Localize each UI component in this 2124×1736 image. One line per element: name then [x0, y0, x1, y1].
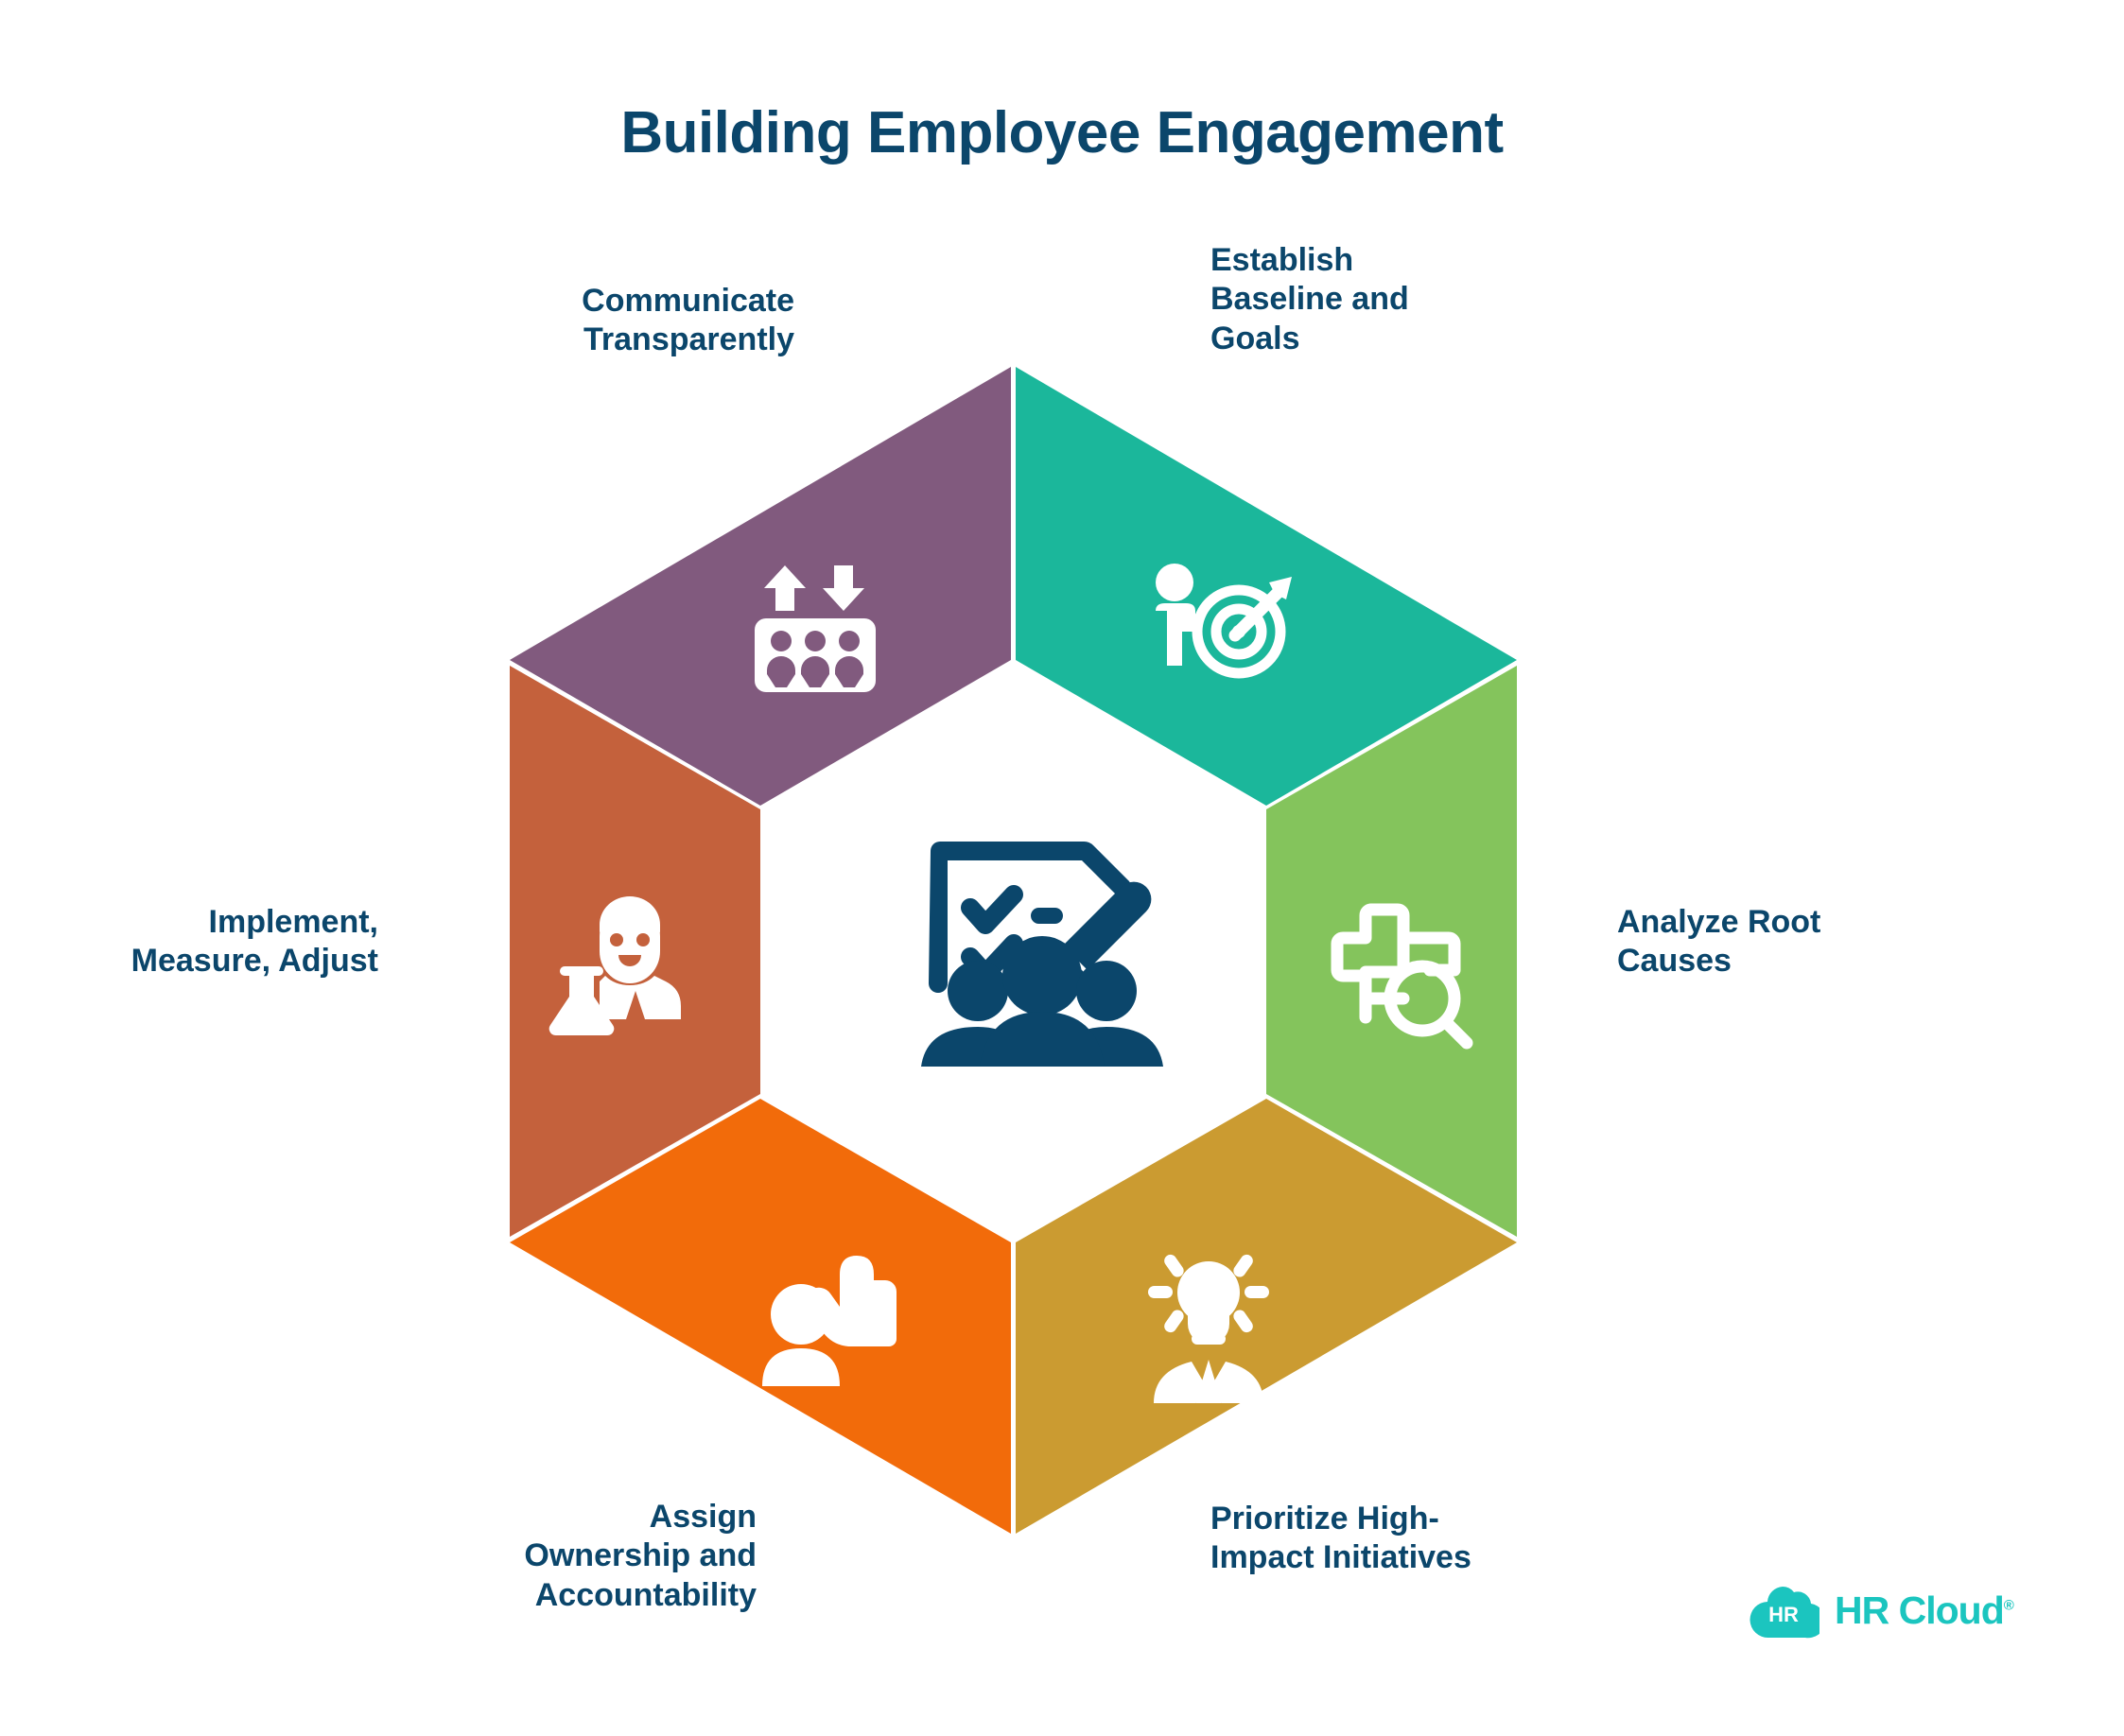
segment-assign-shape[interactable]: [510, 1099, 1011, 1534]
segment-implement[interactable]: [510, 666, 760, 1237]
lightbulb-person-icon: [1148, 1254, 1269, 1403]
label-communicate-transparently: Communicate Transparently: [582, 283, 794, 358]
label-implement-measure-adjust: Implement, Measure, Adjust: [131, 904, 378, 980]
hr-cloud-wordmark: HR Cloud®: [1835, 1588, 2014, 1633]
scientist-flask-icon: [548, 896, 681, 1036]
label-analyze-root-causes: Analyze Root Causes: [1617, 904, 1821, 980]
segment-prioritize[interactable]: [1016, 1099, 1517, 1534]
label-assign-ownership-and-accountability: Assign Ownership and Accountability: [524, 1499, 757, 1613]
svg-text:HR: HR: [1768, 1603, 1799, 1626]
segment-communicate[interactable]: [510, 367, 1011, 806]
registered-mark: ®: [2003, 1596, 2014, 1613]
segment-prioritize-shape[interactable]: [1016, 1099, 1517, 1534]
person-target-icon: [1156, 564, 1292, 679]
hr-cloud-wordmark-text: HR Cloud: [1835, 1588, 2005, 1632]
label-prioritize-high-impact-initiatives: Prioritize High- Impact Initiatives: [1210, 1501, 1471, 1576]
label-establish-baseline-and-goals: Establish Baseline and Goals: [1210, 242, 1409, 356]
segment-establish[interactable]: [1016, 367, 1517, 806]
hr-cloud-logo: HR HR Cloud®: [1750, 1581, 2014, 1640]
segment-analyze[interactable]: [1266, 666, 1517, 1237]
segment-establish-shape[interactable]: [1016, 367, 1517, 806]
grid-magnifier-icon: [1331, 903, 1473, 1050]
people-arrows-updown-icon: [755, 565, 876, 692]
checklist-people-icon: [921, 841, 1163, 1067]
hr-cloud-mark-icon: HR: [1750, 1581, 1826, 1640]
page-title: Building Employee Engagement: [620, 100, 1504, 165]
person-pointing-hand-icon: [762, 1256, 897, 1386]
segment-communicate-shape[interactable]: [510, 367, 1011, 806]
segment-analyze-shape[interactable]: [1266, 666, 1517, 1237]
segment-assign[interactable]: [510, 1099, 1011, 1534]
